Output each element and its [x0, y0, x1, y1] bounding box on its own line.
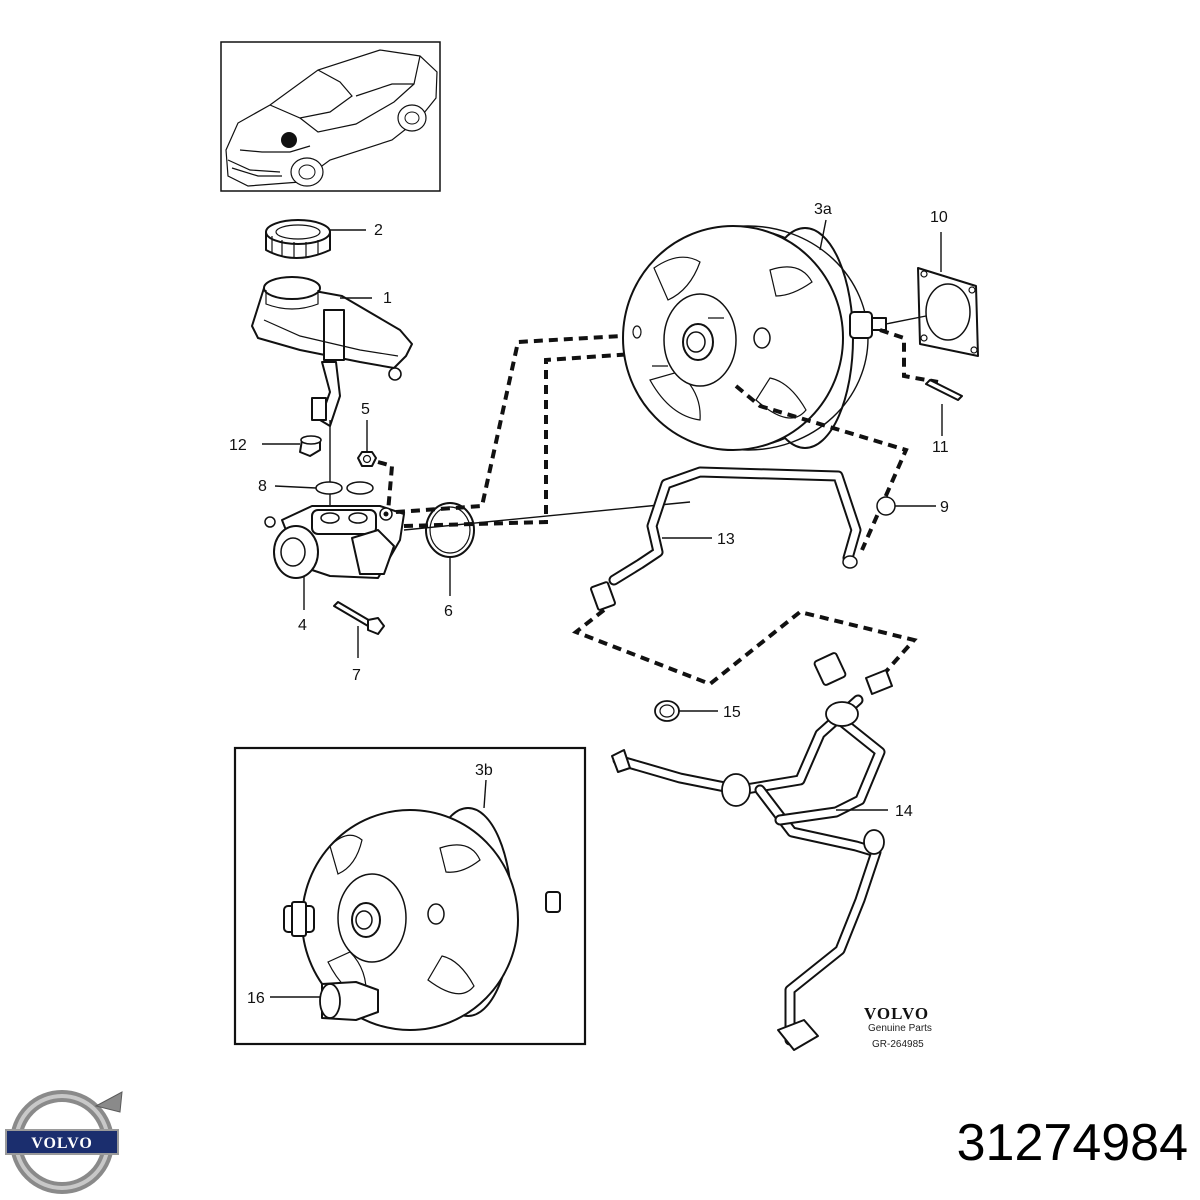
- diagram-reference: GR-264985: [872, 1039, 924, 1050]
- mounting-stud: [925, 379, 963, 401]
- brand-subtitle: Genuine Parts: [868, 1023, 932, 1034]
- master-cylinder: [264, 505, 405, 579]
- reservoir-cap: [265, 219, 331, 259]
- callout-3a: 3a: [814, 201, 832, 218]
- callout-6: 6: [444, 603, 453, 620]
- callout-4: 4: [298, 617, 307, 634]
- logo-wordmark: VOLVO: [31, 1135, 93, 1152]
- callout-9: 9: [940, 499, 949, 516]
- location-marker: [281, 132, 297, 148]
- car-location-thumbnail: [220, 41, 441, 192]
- booster-gasket: [917, 267, 979, 357]
- brake-booster-3b: [283, 807, 561, 1031]
- seal-ring-a: [315, 481, 343, 495]
- callout-7: 7: [352, 667, 361, 684]
- vacuum-hose-13: [590, 466, 862, 611]
- callout-8: 8: [258, 478, 267, 495]
- callout-14: 14: [895, 803, 913, 820]
- brand-wordmark: VOLVO: [864, 1004, 929, 1023]
- callout-10: 10: [930, 209, 948, 226]
- callout-3b: 3b: [475, 762, 493, 779]
- mounting-nut: [357, 451, 377, 467]
- callout-12: 12: [229, 437, 247, 454]
- reservoir-grommet: [299, 435, 322, 457]
- part-number: 31274984: [957, 1114, 1188, 1172]
- brake-booster-3a: [622, 225, 887, 451]
- check-valve-clip: [876, 496, 896, 516]
- mounting-bolt: [333, 601, 385, 635]
- callout-16: 16: [247, 990, 265, 1007]
- vacuum-hose-assembly-14: [611, 652, 893, 1051]
- callout-15: 15: [723, 704, 741, 721]
- callout-1: 1: [383, 290, 392, 307]
- brake-fluid-reservoir: [251, 276, 413, 427]
- hose-clamp: [654, 700, 680, 722]
- callout-11: 11: [932, 439, 949, 456]
- callout-13: 13: [717, 531, 735, 548]
- callout-2: 2: [374, 222, 383, 239]
- volvo-logo: VOLVO: [5, 1090, 123, 1194]
- callout-5: 5: [361, 401, 370, 418]
- seal-ring-b: [346, 481, 374, 495]
